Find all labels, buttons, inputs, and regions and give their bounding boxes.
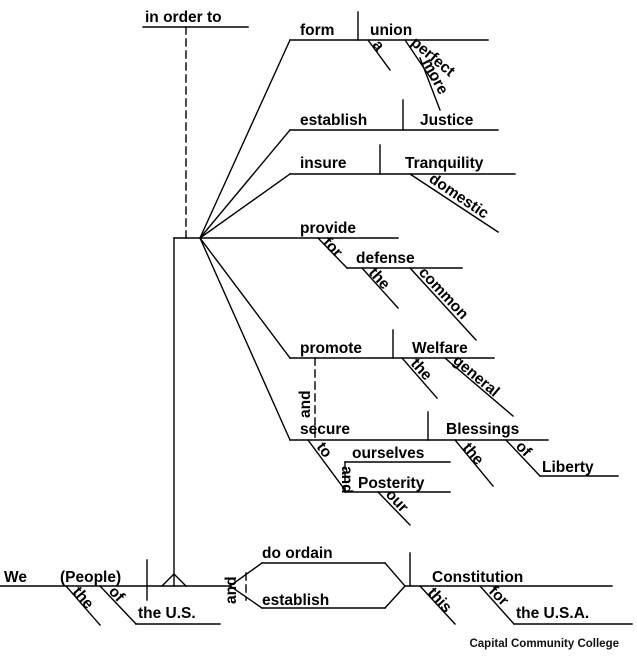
establish2-word: establish	[262, 592, 329, 609]
the-usa-word: the U.S.A.	[516, 605, 589, 622]
the1-slant	[361, 267, 399, 309]
the-us-word: the U.S.	[138, 605, 196, 622]
the4-word: the	[69, 584, 97, 613]
provide-word: provide	[300, 220, 356, 237]
domestic-word: domestic	[426, 170, 492, 222]
general-slant	[444, 357, 514, 417]
this-slant	[419, 585, 456, 625]
tranquility-word: Tranquility	[405, 155, 484, 172]
secure-word: secure	[300, 421, 350, 438]
and2-word: and	[338, 466, 355, 494]
for2-word: for	[485, 583, 512, 610]
we-word: We	[4, 569, 27, 586]
of2-slant	[99, 585, 137, 625]
establish1-word: establish	[300, 112, 367, 129]
welfare-word: Welfare	[412, 340, 468, 357]
the3-word: the	[459, 440, 487, 469]
to-word: to	[313, 439, 335, 461]
more-slant	[419, 57, 441, 111]
a-slant	[367, 39, 391, 71]
common-slant	[409, 267, 477, 341]
the3-slant	[454, 439, 494, 487]
posterity-word: Posterity	[358, 475, 425, 492]
the2-word: the	[407, 355, 435, 384]
domestic-slant	[409, 173, 499, 233]
the2-slant	[401, 357, 438, 399]
people-word: (People)	[60, 569, 121, 586]
predicate-join-top	[384, 562, 406, 587]
credit-label: Capital Community College	[469, 638, 619, 650]
fan-insure	[199, 173, 291, 239]
the4-slant	[65, 585, 101, 626]
of1-slant	[505, 439, 541, 477]
blessings-word: Blessings	[446, 421, 519, 438]
general-word: general	[449, 352, 502, 400]
promote-word: promote	[300, 340, 362, 357]
form-word: form	[300, 22, 334, 39]
union-word: union	[370, 22, 412, 39]
predicate-join-bottom	[384, 585, 406, 609]
ourselves-word: ourselves	[352, 445, 424, 462]
phrase-pedestal	[161, 573, 187, 587]
insure-word: insure	[300, 155, 347, 172]
defense-word: defense	[356, 250, 415, 267]
our-slant	[377, 491, 411, 526]
in-order-to-label: in order to	[145, 9, 222, 26]
and1-word: and	[297, 390, 314, 418]
and3-word: and	[223, 576, 240, 604]
fan-form	[199, 39, 291, 239]
fan-establish	[199, 129, 291, 239]
justice-word: Justice	[420, 112, 474, 129]
fan-secure	[199, 237, 291, 441]
for1-slant	[317, 237, 348, 269]
perfect-slant	[404, 39, 433, 81]
to-slant	[307, 439, 346, 491]
liberty-word: Liberty	[542, 459, 594, 476]
constitution-word: Constitution	[432, 569, 523, 586]
for2-slant	[479, 585, 515, 625]
do-ordain-word: do ordain	[262, 545, 333, 562]
fan-promote	[199, 237, 291, 359]
common-word: common	[415, 264, 471, 323]
this-word: this	[424, 584, 455, 616]
of1-word: of	[512, 438, 535, 461]
